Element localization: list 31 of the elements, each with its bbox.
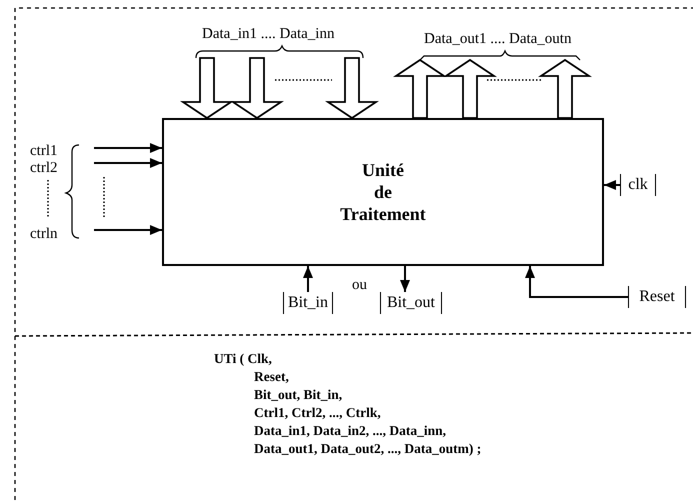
signal-label: Bit_in	[283, 292, 333, 314]
block-arrow	[180, 57, 234, 120]
block-arrow	[393, 58, 447, 119]
code-line: Ctrl1, Ctrl2, ..., Ctrlk,	[254, 404, 381, 421]
block-arrow	[325, 57, 379, 120]
code-line: Data_out1, Data_out2, ..., Data_outm) ;	[254, 440, 482, 457]
signal-label: ctrln	[30, 226, 58, 243]
arrow	[400, 266, 410, 292]
signal-label: ctrl1	[30, 143, 58, 160]
signal-label: Bit_out	[380, 292, 442, 314]
code-line: Reset,	[254, 368, 289, 385]
arrow	[303, 266, 313, 292]
bus-label: Data_in1 .... Data_inn	[202, 26, 334, 43]
code-line: Bit_out, Bit_in,	[254, 386, 342, 403]
block-arrow	[230, 57, 284, 120]
arrow	[525, 266, 628, 298]
arrow	[604, 180, 620, 190]
process-box	[162, 118, 604, 266]
block-arrow	[443, 58, 497, 119]
signal-label: Reset	[628, 286, 686, 308]
block-arrow	[538, 58, 592, 119]
or-label: ou	[352, 277, 367, 294]
box-title: Unité de Traitement	[339, 159, 427, 225]
arrow	[94, 225, 162, 235]
signal-label: ctrl2	[30, 160, 58, 177]
bus-label: Data_out1 .... Data_outn	[424, 31, 572, 48]
arrow	[94, 158, 162, 168]
code-line: UTi ( Clk,	[214, 350, 272, 367]
signal-label: clk	[620, 174, 656, 196]
arrow	[94, 143, 162, 153]
code-line: Data_in1, Data_in2, ..., Data_inn,	[254, 422, 446, 439]
